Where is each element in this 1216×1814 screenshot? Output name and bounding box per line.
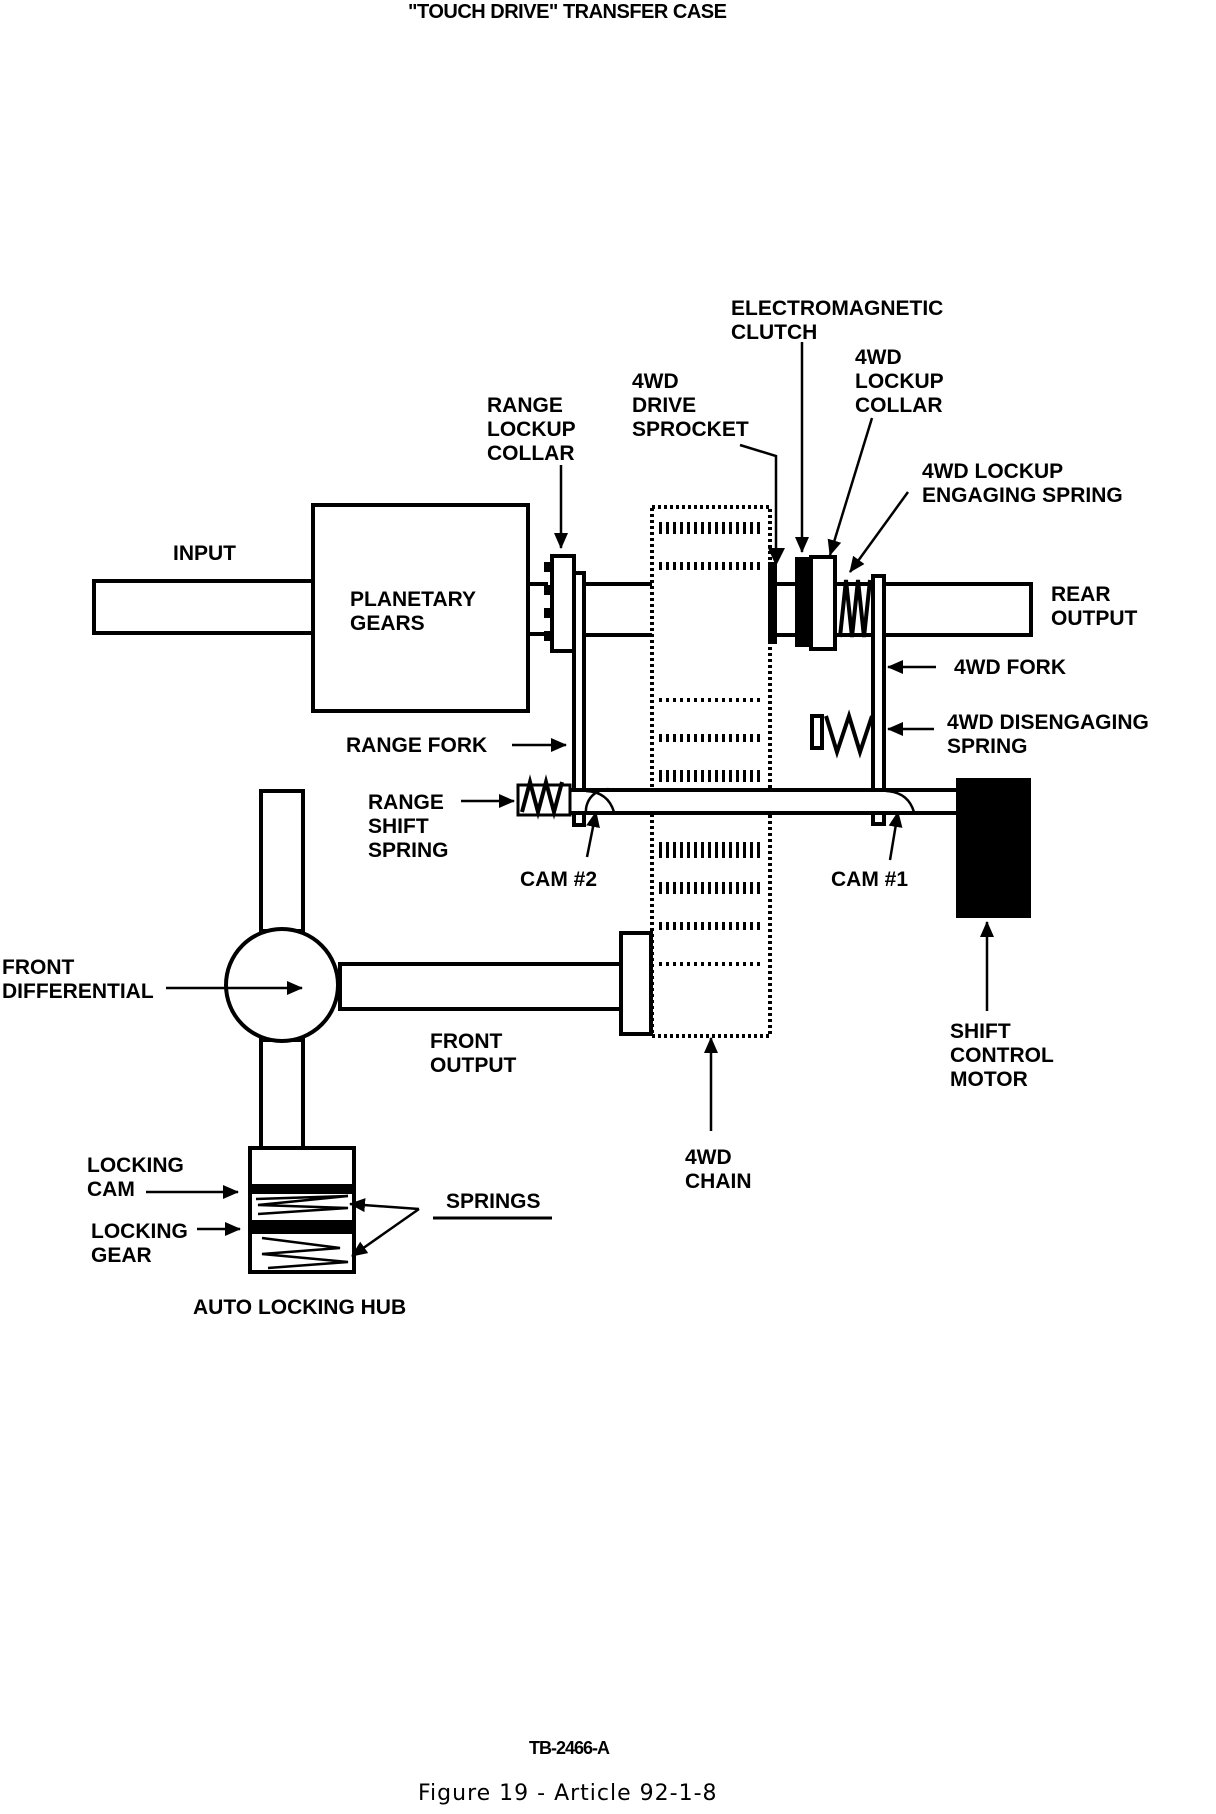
electromagnetic-clutch [795, 557, 811, 647]
lockup-engaging-spring [838, 579, 872, 638]
chain-link-row [658, 914, 764, 930]
chain-link-row [658, 698, 764, 714]
cam-2 [584, 787, 615, 814]
shift-control-motor [956, 778, 1031, 918]
front-axle-lower [259, 1038, 305, 1152]
front-axle-upper [259, 789, 305, 933]
4wd-disengaging-spring [824, 709, 874, 759]
label-4wd-lockup-collar: 4WD LOCKUP COLLAR [855, 346, 949, 417]
label-range-lockup-collar: RANGE LOCKUP COLLAR [487, 394, 581, 465]
locking-gear [250, 1220, 354, 1234]
label-4wd-disengaging-spring: 4WD DISENGAGING SPRING [947, 711, 1155, 758]
range-fork [572, 571, 586, 827]
label-lockup-engaging-spring: 4WD LOCKUP ENGAGING SPRING [922, 460, 1123, 507]
label-range-shift-spring: RANGE SHIFT SPRING [368, 791, 450, 862]
front-differential [224, 927, 340, 1043]
label-auto-locking-hub: AUTO LOCKING HUB [193, 1296, 406, 1319]
label-electromagnetic-clutch: ELECTROMAGNETIC CLUTCH [731, 297, 949, 344]
chain-link-row [658, 770, 764, 786]
label-4wd-drive-sprocket: 4WD DRIVE SPROCKET [632, 370, 749, 441]
chain-link-row [658, 662, 764, 678]
figure-code: TB-2466-A [529, 1738, 610, 1758]
label-locking-cam: LOCKING CAM [87, 1154, 190, 1201]
label-locking-gear: LOCKING GEAR [91, 1220, 194, 1267]
4wd-fork [871, 574, 886, 826]
label-rear-output: REAR OUTPUT [1051, 583, 1138, 630]
figure-caption: Figure 19 - Article 92-1-8 [418, 1781, 718, 1806]
front-output-sprocket [619, 931, 653, 1036]
label-cam-1: CAM #1 [831, 868, 908, 891]
chain-link-row [658, 986, 764, 1002]
label-shift-control-motor: SHIFT CONTROL MOTOR [950, 1020, 1059, 1091]
hub-spring-upper [255, 1194, 349, 1216]
4wd-lockup-collar [809, 555, 837, 651]
label-4wd-chain: 4WD CHAIN [685, 1146, 752, 1193]
chain-link-row [658, 878, 764, 894]
range-shift-spring [520, 774, 564, 820]
cam-1 [885, 789, 916, 813]
front-output-shaft [338, 962, 624, 1011]
label-springs: SPRINGS [446, 1190, 541, 1213]
diagram-title: "TOUCH DRIVE" TRANSFER CASE [408, 1, 727, 23]
chain-link-row [658, 518, 764, 534]
input-shaft [92, 579, 316, 635]
label-planetary-gears: PLANETARY GEARS [350, 588, 481, 635]
disengaging-spring-cap [810, 714, 824, 750]
chain-links [658, 518, 764, 1038]
label-front-output: FRONT OUTPUT [430, 1030, 517, 1077]
chain-link-row [658, 842, 764, 858]
chain-link-row [658, 1022, 764, 1038]
4wd-drive-sprocket [768, 562, 777, 644]
range-lockup-collar [550, 554, 576, 653]
locking-cam [250, 1184, 354, 1194]
chain-link-row [658, 554, 764, 570]
chain-link-row [658, 734, 764, 750]
label-front-differential: FRONT DIFFERENTIAL [2, 956, 154, 1003]
planetary-gears-box [311, 503, 530, 713]
label-4wd-fork: 4WD FORK [954, 656, 1066, 679]
label-input: INPUT [173, 542, 236, 565]
chain-link-row [658, 950, 764, 966]
label-range-fork: RANGE FORK [346, 734, 487, 757]
label-cam-2: CAM #2 [520, 868, 597, 891]
hub-spring-lower [261, 1236, 349, 1270]
